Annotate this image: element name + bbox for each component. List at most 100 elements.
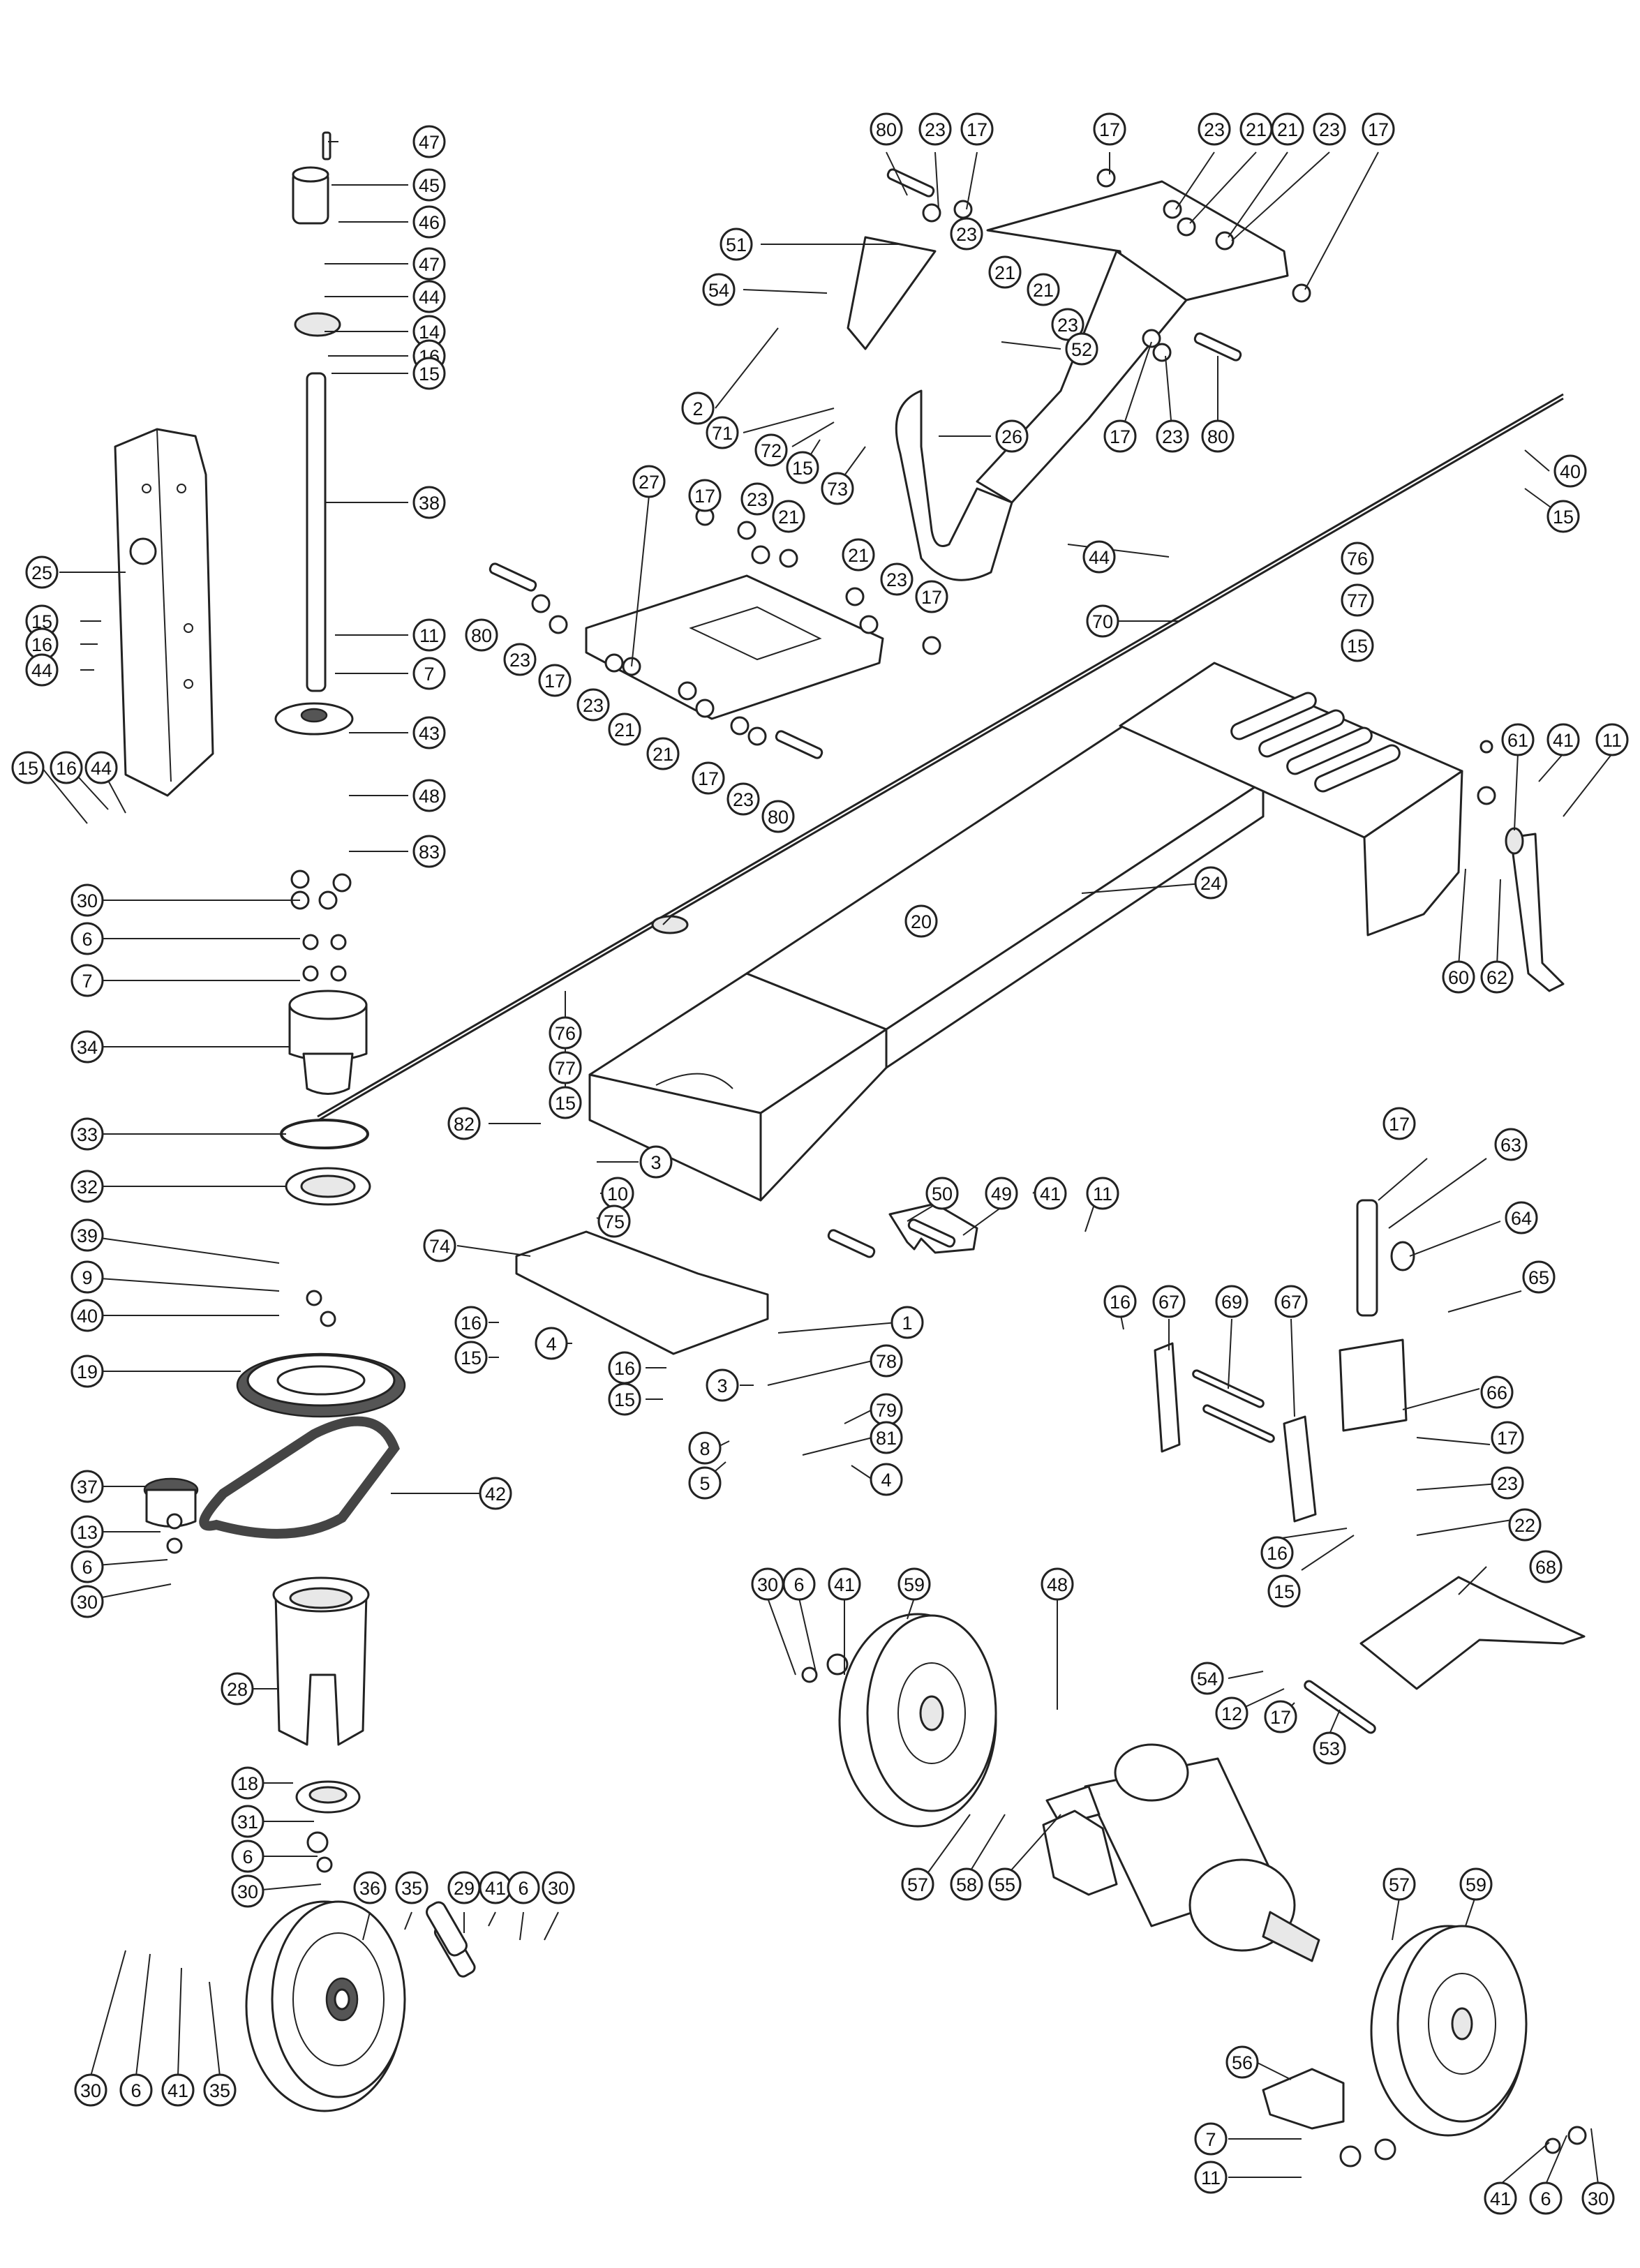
callout-44-pin: 44 [25, 653, 59, 687]
callout-number: 7 [424, 664, 434, 685]
callout-bubble [870, 1344, 903, 1378]
callout-bubble [412, 618, 446, 652]
callout-number: 49 [991, 1184, 1012, 1204]
callout-60-bolt: 60 [1442, 960, 1475, 994]
callout-number: 17 [921, 587, 942, 608]
callout-54-pin: 54 [1191, 1662, 1224, 1695]
callout-11-nut: 11 [1595, 723, 1629, 756]
callout-number: 23 [1497, 1473, 1518, 1494]
callout-number: 80 [768, 807, 789, 828]
callout-number: 21 [994, 262, 1015, 283]
callout-bubble [1341, 629, 1374, 662]
callout-number: 82 [454, 1114, 475, 1135]
callout-number: 16 [461, 1313, 482, 1334]
callout-number: 33 [77, 1124, 98, 1145]
callout-bubble [1491, 1421, 1524, 1454]
callout-9-nut: 9 [70, 1260, 104, 1294]
callout-7-washer: 7 [412, 657, 446, 690]
callout-bubble [1034, 1177, 1067, 1210]
callout-bubble [608, 1382, 641, 1416]
callout-17-nut: 17 [1093, 112, 1126, 146]
callout-12-washer: 12 [1215, 1696, 1248, 1730]
callout-bubble [479, 1477, 512, 1510]
callout-bubble [353, 1871, 387, 1904]
callout-82-bolt: 82 [447, 1107, 481, 1140]
callout-number: 23 [1162, 426, 1183, 447]
callout-number: 21 [1033, 280, 1054, 301]
callout-number: 36 [359, 1878, 380, 1899]
callout-bubble [50, 751, 83, 784]
callout-59-wheel: 59 [1459, 1867, 1493, 1901]
callout-bubble [720, 227, 753, 261]
callout-6-washer: 6 [1529, 2181, 1563, 2215]
callout-bubble [1382, 1107, 1416, 1140]
callout-bubble [1260, 1536, 1294, 1569]
callout-72-pin: 72 [754, 433, 788, 467]
callout-70-cable: 70 [1086, 604, 1119, 638]
callout-number: 23 [583, 695, 604, 716]
callout-number: 7 [82, 971, 92, 992]
callout-number: 80 [471, 625, 492, 646]
callout-number: 31 [237, 1812, 258, 1833]
callout-1-nut: 1 [890, 1306, 924, 1339]
callout-bubble [1093, 112, 1126, 146]
callout-15-nut: 15 [1341, 629, 1374, 662]
callout-number: 30 [548, 1878, 569, 1899]
callout-number: 38 [419, 493, 440, 514]
callout-6-washer: 6 [70, 1550, 104, 1583]
callout-7-washer: 7 [70, 964, 104, 997]
callout-bubble [1491, 1466, 1524, 1500]
callout-bubble [70, 1030, 104, 1064]
callout-63-pivot-pin: 63 [1494, 1128, 1528, 1161]
callout-13-washer: 13 [70, 1515, 104, 1549]
callout-number: 57 [907, 1874, 928, 1895]
callout-41-washer: 41 [1484, 2181, 1517, 2215]
callout-number: 57 [1389, 1874, 1410, 1895]
callout-3-screw: 3 [706, 1368, 739, 1402]
callout-bubble [904, 904, 938, 938]
callout-23-washer: 23 [503, 643, 537, 676]
callout-bubble [1086, 604, 1119, 638]
callout-number: 77 [555, 1058, 576, 1079]
callout-number: 23 [1319, 119, 1340, 140]
callout-number: 59 [1466, 1874, 1486, 1895]
callout-number: 69 [1221, 1292, 1242, 1313]
callout-number: 30 [80, 2080, 101, 2101]
callout-number: 4 [881, 1470, 891, 1491]
callout-bubble [995, 419, 1029, 453]
callout-number: 17 [967, 119, 987, 140]
callout-17-nut: 17 [1362, 112, 1395, 146]
callout-66-block: 66 [1480, 1375, 1514, 1409]
callout-bubble [1267, 1574, 1301, 1608]
callout-80-bolt: 80 [465, 618, 498, 652]
callout-number: 30 [1588, 2188, 1609, 2209]
callout-48-bolt: 48 [1041, 1567, 1074, 1601]
callout-bubble [412, 125, 446, 158]
callout-number: 44 [419, 287, 440, 308]
callout-48-bolt: 48 [412, 779, 446, 812]
callout-bubble [1194, 2161, 1228, 2194]
callout-bubble [842, 538, 875, 572]
callout-55-drive-motor: 55 [988, 1867, 1022, 1901]
callout-bubble [447, 1107, 481, 1140]
callout-number: 15 [419, 364, 440, 385]
callout-bubble [1156, 419, 1189, 453]
callout-80-bolt: 80 [1201, 419, 1235, 453]
callout-bubble [1546, 500, 1580, 533]
callout-69-bolt: 69 [1215, 1285, 1248, 1318]
callout-bubble [754, 433, 788, 467]
callout-54-pin: 54 [702, 273, 736, 306]
callout-41-washer: 41 [1546, 723, 1580, 756]
callout-65-clip: 65 [1522, 1260, 1556, 1294]
callout-bubble [454, 1341, 488, 1374]
callout-17-nut: 17 [538, 664, 572, 697]
callout-bubble [821, 472, 854, 505]
callout-bubble [11, 751, 45, 784]
callout-21-bushing: 21 [1239, 112, 1273, 146]
callout-number: 77 [1347, 590, 1368, 611]
callout-30-screw: 30 [231, 1874, 264, 1908]
callout-23-washer: 23 [1051, 308, 1084, 341]
callout-57-ring: 57 [901, 1867, 934, 1901]
callout-bubble [1553, 454, 1587, 488]
